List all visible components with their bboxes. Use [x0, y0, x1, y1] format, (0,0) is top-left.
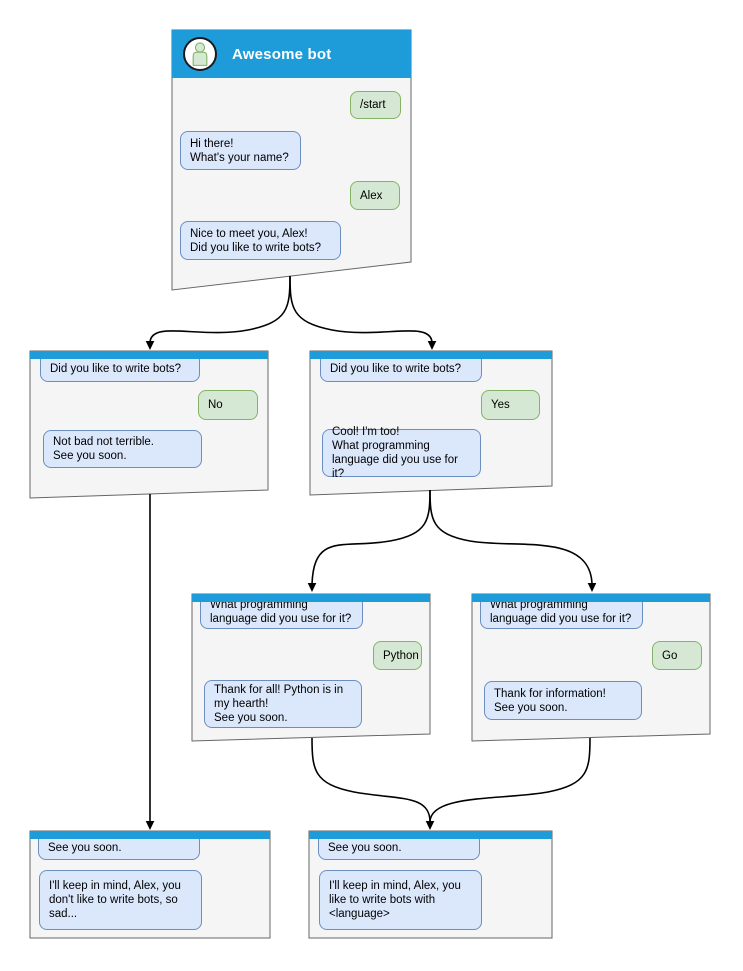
edge-python-to-end — [311, 737, 431, 823]
edge-start-to-yes — [289, 275, 433, 343]
branch-go-titlebar — [472, 594, 710, 602]
edge-go-to-end — [429, 737, 591, 823]
arrowhead — [145, 821, 155, 830]
bot-message: I'll keep in mind, Alex, you like to wri… — [319, 870, 482, 930]
edge-yes-to-python — [311, 489, 431, 585]
bot-avatar — [183, 37, 217, 71]
user-message: No — [198, 390, 258, 420]
edge-start-to-no — [149, 275, 291, 343]
arrowhead — [425, 821, 435, 830]
bot-message: Hi there! What's your name? — [180, 131, 301, 170]
bot-message: Not bad not terrible. See you soon. — [43, 430, 202, 468]
end-yes-titlebar — [309, 831, 552, 839]
user-message: /start — [350, 91, 401, 119]
bot-message: Cool! I'm too! What programming language… — [322, 426, 481, 480]
arrowhead — [307, 583, 317, 592]
bot-message: I'll keep in mind, Alex, you don't like … — [39, 870, 202, 930]
arrowhead — [145, 341, 155, 350]
end-no-titlebar — [30, 831, 270, 839]
person-icon — [192, 42, 208, 66]
bot-name-title: Awesome bot — [232, 45, 332, 63]
arrowhead — [587, 583, 597, 592]
edge-yes-to-go — [429, 489, 593, 585]
user-message: Yes — [481, 390, 540, 420]
branch-python-titlebar — [192, 594, 430, 602]
bot-message: Thank for information! See you soon. — [484, 681, 642, 720]
bot-message: Nice to meet you, Alex! Did you like to … — [180, 221, 341, 260]
user-message: Python — [373, 641, 422, 670]
arrowhead — [427, 341, 437, 350]
branch-no-titlebar — [30, 351, 268, 359]
user-message: Alex — [350, 181, 400, 210]
bot-message: Thank for all! Python is in my hearth! S… — [204, 680, 362, 728]
user-message: Go — [652, 641, 702, 670]
branch-yes-titlebar — [310, 351, 552, 359]
